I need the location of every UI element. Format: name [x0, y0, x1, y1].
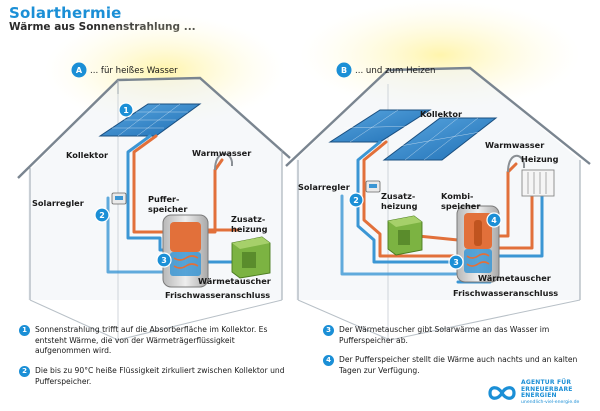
- label-combi-b-1: Kombi-: [441, 191, 473, 201]
- heading-a-text: ... für heißes Wasser: [90, 66, 178, 76]
- label-hot-water-a: Warmwasser: [192, 148, 252, 158]
- collector-a: [98, 103, 202, 137]
- legend-item-2: 2 Die bis zu 90°C heiße Flüssigkeit zirk…: [19, 366, 299, 390]
- buffer-tank-a: [162, 214, 209, 288]
- svg-text:2: 2: [99, 211, 105, 220]
- svg-text:4: 4: [491, 216, 497, 225]
- heading-b: B ... und zum Heizen: [336, 62, 435, 78]
- svg-text:3: 3: [453, 258, 459, 267]
- badge-a-1: 1: [118, 102, 134, 118]
- legend-text: Der Wärmetauscher gibt Solarwärme an das…: [339, 325, 550, 345]
- controller-a: [111, 192, 127, 205]
- label-exchanger-a: Wärmetauscher: [198, 276, 272, 286]
- label-hot-water-b: Warmwasser: [485, 140, 545, 150]
- legend-text: Der Pufferspeicher stellt die Wärme auch…: [339, 355, 578, 375]
- logo-url: unendlich-viel-energie.de: [521, 400, 580, 405]
- svg-text:2: 2: [353, 196, 359, 205]
- label-collector-b: Kollektor: [420, 109, 463, 119]
- aux-heater-b: [387, 215, 423, 256]
- tap-icon-b: [507, 154, 525, 173]
- controller-b: [365, 180, 381, 193]
- label-fresh-water-a: Frischwasseranschluss: [165, 290, 270, 300]
- badge-a-2: 2: [94, 207, 110, 223]
- legend-text: Die bis zu 90°C heiße Flüssigkeit zirkul…: [35, 366, 285, 386]
- label-aux-b-1: Zusatz-: [381, 191, 415, 201]
- badge-b-2: 2: [348, 192, 364, 208]
- label-exchanger-b: Wärmetauscher: [478, 273, 552, 283]
- logo-line-3: ENERGIEN: [521, 392, 557, 400]
- logo-line-1: AGENTUR FÜR: [521, 379, 572, 386]
- svg-text:3: 3: [161, 256, 167, 265]
- agency-logo: AGENTUR FÜR ERNEUERBARE ENERGIEN unendli…: [486, 379, 598, 408]
- label-aux-b-2: heizung: [381, 201, 418, 211]
- legend-item-4: 4 Der Pufferspeicher stellt die Wärme au…: [323, 355, 593, 379]
- heading-a: A ... für heißes Wasser: [71, 62, 178, 78]
- page-title: Solarthermie: [9, 4, 122, 22]
- legend-item-3: 3 Der Wärmetauscher gibt Solarwärme an d…: [323, 325, 593, 349]
- heading-a-letter: A: [76, 66, 83, 75]
- label-aux-a-2: heizung: [231, 224, 268, 234]
- legend-number: 2: [19, 366, 30, 377]
- badge-b-4: 4: [486, 212, 502, 228]
- badge-a-3: 3: [156, 252, 172, 268]
- radiator-b: [521, 169, 555, 197]
- sun-glow-b: [300, 0, 580, 110]
- legend-number: 3: [323, 325, 334, 336]
- label-fresh-water-b: Frischwasseranschluss: [453, 288, 558, 298]
- tap-icon-a: [214, 152, 233, 171]
- legend-text: Sonnenstrahlung trifft auf die Absorberf…: [35, 325, 268, 356]
- label-buffer-a-2: speicher: [148, 204, 188, 214]
- label-buffer-a-1: Puffer-: [148, 194, 179, 204]
- label-collector-a: Kollektor: [66, 150, 109, 160]
- label-aux-a-1: Zusatz-: [231, 214, 265, 224]
- heading-b-text: ... und zum Heizen: [355, 66, 435, 76]
- label-combi-b-2: speicher: [441, 201, 481, 211]
- label-heating-b: Heizung: [521, 154, 559, 164]
- label-controller-a: Solarregler: [32, 198, 85, 208]
- logo-line-2: ERNEUERBARE: [521, 385, 573, 393]
- badge-b-3: 3: [448, 254, 464, 270]
- legend-item-1: 1 Sonnenstrahlung trifft auf die Absorbe…: [19, 325, 299, 359]
- aux-heater-a: [231, 236, 271, 279]
- infinity-logo-icon: [488, 386, 516, 400]
- legend-number: 4: [323, 355, 334, 366]
- label-controller-b: Solarregler: [298, 182, 351, 192]
- heading-b-letter: B: [341, 66, 347, 75]
- legend-number: 1: [19, 325, 30, 336]
- svg-text:1: 1: [123, 106, 129, 115]
- collector-b: [328, 109, 498, 161]
